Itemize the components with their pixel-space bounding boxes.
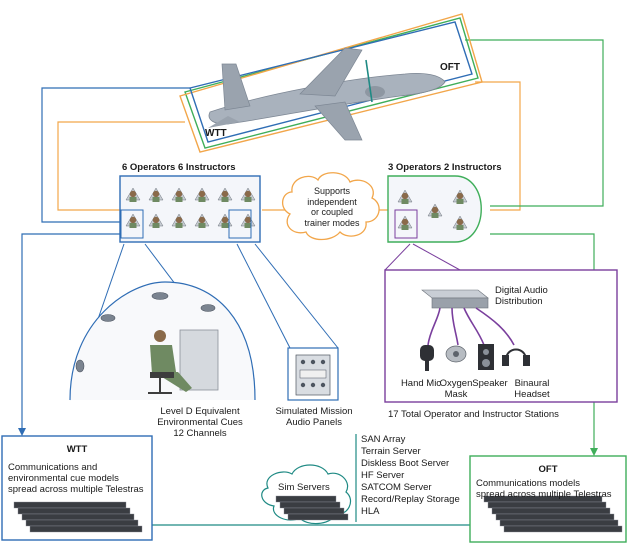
mode-cloud [282,172,380,241]
orange-loop-line-left [57,121,185,211]
orange-cabin-frame [179,13,483,153]
telestra-rack [287,513,349,521]
oxygen-mask-label: Oxygen Mask [439,378,473,400]
wtt-cabin-label: WTT [205,128,227,139]
telestra-rack [29,525,143,533]
hand-mic-icon [420,345,434,371]
operator-station [171,213,187,228]
audio-cables [427,307,515,346]
wtt-telestra-racks [13,501,143,533]
wtt-room-title: 6 Operators 6 Instructors [122,162,236,173]
oxygen-mask-icon [445,345,467,363]
telestra-rack [279,501,341,509]
oft-box-text: Communications models spread across mult… [476,478,612,500]
dome-speakers [75,292,216,373]
operator-station [452,215,468,230]
binaural-headset-icon [502,348,530,366]
aircraft [208,47,446,141]
wtt-loop-line [41,87,190,223]
wtt-stations [120,187,256,239]
audio-distribution-frame [384,269,618,403]
wtt-box-text: Communications and environmental cue mod… [8,462,144,495]
wtt-room-frame [119,175,261,243]
operator-station [397,215,413,230]
server-list-item: HLA [361,506,380,517]
oft-stations [394,189,468,239]
orange-loop-line-right [475,81,521,211]
server-list-item: HF Server [361,470,405,481]
operator-station [397,189,413,204]
oft-room-title: 3 Operators 2 Instructors [388,162,502,173]
audio-panel-knobs [299,359,327,388]
telestra-rack [499,519,619,527]
oft-arrow [590,448,598,456]
operator-station [452,189,468,204]
hand-mic-label: Hand Mic [400,378,442,389]
operator-station [194,213,210,228]
oft-cabin-label: OFT [440,62,460,73]
operator-station [217,187,233,202]
audio-panel-caption: Simulated Mission Audio Panels [275,406,353,428]
telestra-rack [495,513,615,521]
audio-distribution-title: Digital Audio Distribution [495,285,548,307]
wtt-arrow [18,428,26,436]
operator-station [125,213,141,228]
dome-caption: Level D Equivalent Environmental Cues 12… [157,406,243,439]
operator-station [427,203,443,218]
server-list-item: SAN Array [361,434,406,445]
zoom-line [254,243,339,349]
operator-station [171,187,187,202]
telestra-rack [21,513,135,521]
seated-operator [148,329,219,394]
operator-station [148,187,164,202]
operator-station [194,187,210,202]
server-list-item: SATCOM Server [361,482,432,493]
server-list-item: Diskless Boot Server [361,458,450,469]
telestra-rack [17,507,131,515]
wtt-down-line [21,233,120,432]
binaural-headset-label: Binaural Headset [514,378,550,400]
telestra-rack [491,507,611,515]
wtt-cabin-frame [189,21,473,143]
mode-note: Supports independent or coupled trainer … [304,186,360,228]
telestra-rack [283,507,345,515]
distribution-unit [421,289,489,309]
speaker-label: Speaker [472,378,508,389]
oft-loop-line [465,39,604,207]
stations-total: 17 Total Operator and Instructor Station… [388,409,559,420]
sim-servers-label: Sim Servers [278,482,330,493]
telestra-rack [13,501,127,509]
zoom-line [236,243,291,349]
wtt-box-title: WTT [66,444,88,455]
telestra-rack [487,501,607,509]
server-list-item: Record/Replay Storage [361,494,460,505]
server-list: SAN Array Terrain Server Diskless Boot S… [361,434,460,518]
operator-station [125,187,141,202]
telestra-rack [503,525,623,533]
operator-station [148,213,164,228]
oft-cabin-frame [184,17,479,149]
sim-server-racks [275,495,349,521]
oft-telestra-racks [483,495,623,533]
speaker-icon [478,344,494,370]
server-list-item: Terrain Server [361,446,421,457]
operator-station [240,187,256,202]
telestra-rack [25,519,139,527]
telestra-rack [275,495,337,503]
oft-box-title: OFT [538,464,558,475]
